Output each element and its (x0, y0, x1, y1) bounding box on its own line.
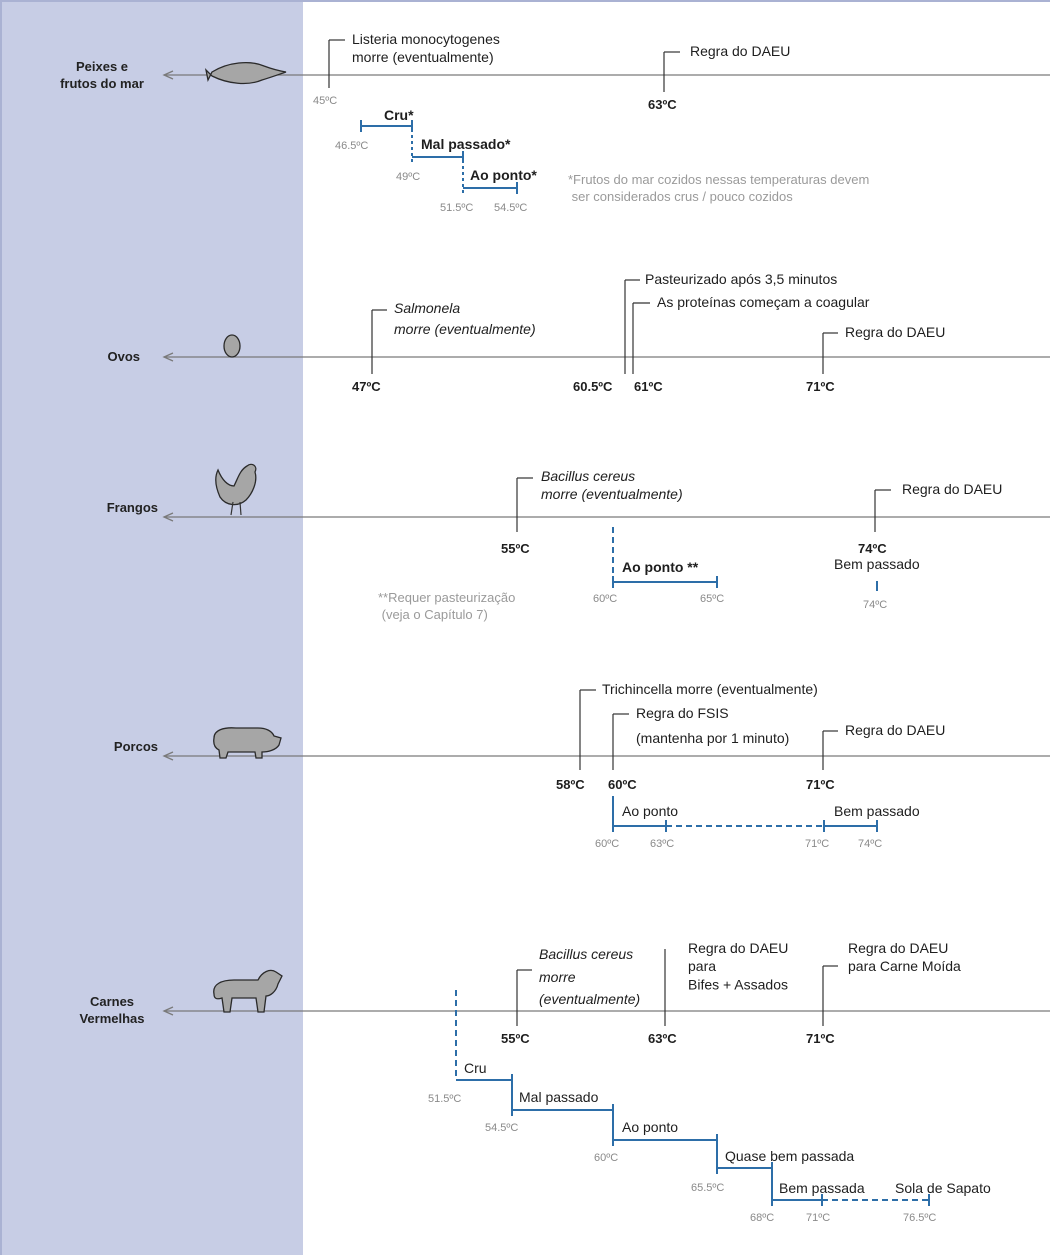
beef-bacillus-label-1: Bacillus cereus (539, 946, 633, 962)
beef-temp-55: 55ºC (501, 1031, 530, 1046)
fish-temp-49: 49ºC (396, 171, 420, 183)
cow-icon (213, 969, 283, 1013)
pork-temp-60-gray: 60ºC (595, 838, 619, 850)
eggs-temp-47: 47ºC (352, 379, 381, 394)
left-border (0, 0, 2, 1255)
fish-temp-45: 45ºC (313, 95, 337, 107)
pork-trich-label: Trichincella morre (eventualmente) (602, 681, 818, 697)
chicken-temp-74-gray: 74ºC (863, 599, 887, 611)
pork-row: Porcos Trichincella morre (eventualmente… (114, 681, 1050, 850)
fish-ponto-label: Ao ponto* (470, 167, 537, 183)
chicken-ponto-label: Ao ponto ** (622, 559, 699, 575)
chicken-temp-65: 65ºC (700, 593, 724, 605)
chicken-temp-55: 55ºC (501, 541, 530, 556)
beef-temp-54-5: 54.5ºC (485, 1122, 518, 1134)
beef-bem-label: Bem passada (779, 1180, 865, 1196)
eggs-temp-60-5: 60.5ºC (573, 379, 613, 394)
fish-note: *Frutos do mar cozidos nessas temperatur… (568, 172, 869, 204)
eggs-temp-61: 61ºC (634, 379, 663, 394)
fish-mal-label: Mal passado* (421, 136, 511, 152)
pork-category-label: Porcos (114, 739, 158, 754)
beef-temp-76-5: 76.5ºC (903, 1212, 936, 1224)
eggs-pasteur-label: Pasteurizado após 3,5 minutos (645, 271, 837, 287)
chicken-bem-label: Bem passado (834, 556, 920, 572)
fish-temp-51-5: 51.5ºC (440, 202, 473, 214)
beef-mal-label: Mal passado (519, 1089, 599, 1105)
pork-ponto-label: Ao ponto (622, 803, 678, 819)
pork-fsis-label-2: (mantenha por 1 minuto) (636, 730, 789, 746)
category-band (0, 0, 303, 1255)
eggs-row: Ovos Salmonela morre (eventualmente) 47º… (107, 271, 1050, 394)
beef-temp-60: 60ºC (594, 1152, 618, 1164)
eggs-temp-71: 71ºC (806, 379, 835, 394)
chicken-temp-74: 74ºC (858, 541, 887, 556)
eggs-category-label: Ovos (107, 349, 140, 364)
pork-fsis-label: Regra do FSIS (636, 705, 729, 721)
fish-temp-54-5: 54.5ºC (494, 202, 527, 214)
top-border (0, 0, 1050, 2)
beef-bacillus-label-2: morre (539, 969, 576, 985)
eggs-protein-label: As proteínas começam a coagular (657, 294, 870, 310)
chicken-leg-left (230, 501, 234, 516)
chicken-icon (215, 463, 257, 506)
beef-temp-71-gray: 71ºC (806, 1212, 830, 1224)
beef-cru-label: Cru (464, 1060, 487, 1076)
pork-daeu-label: Regra do DAEU (845, 722, 945, 738)
beef-quase-label: Quase bem passada (725, 1148, 854, 1164)
beef-temp-68: 68ºC (750, 1212, 774, 1224)
pork-temp-60: 60ºC (608, 777, 637, 792)
pork-temp-63-gray: 63ºC (650, 838, 674, 850)
beef-temp-51-5: 51.5ºC (428, 1093, 461, 1105)
pork-bem-label: Bem passado (834, 803, 920, 819)
beef-temp-63: 63ºC (648, 1031, 677, 1046)
fish-icon (204, 61, 287, 85)
egg-icon (223, 334, 241, 358)
pork-temp-58: 58ºC (556, 777, 585, 792)
chicken-temp-60: 60ºC (593, 593, 617, 605)
fish-cru-label: Cru* (384, 107, 414, 123)
beef-temp-71: 71ºC (806, 1031, 835, 1046)
beef-temp-65-5: 65.5ºC (691, 1182, 724, 1194)
fish-daeu-label: Regra do DAEU (690, 43, 790, 59)
chicken-category-label: Frangos (107, 500, 158, 515)
pork-temp-71: 71ºC (806, 777, 835, 792)
eggs-salmonela-label-2: morre (eventualmente) (394, 321, 536, 337)
eggs-salmonela-label: Salmonela (394, 300, 460, 316)
beef-sola-label: Sola de Sapato (895, 1180, 991, 1196)
chicken-leg-right (239, 501, 242, 516)
pork-temp-74-gray: 74ºC (858, 838, 882, 850)
fish-temp-63: 63ºC (648, 97, 677, 112)
chicken-note: **Requer pasteurização (veja o Capítulo … (378, 590, 515, 622)
pork-temp-71-gray: 71ºC (805, 838, 829, 850)
chicken-daeu-label: Regra do DAEU (902, 481, 1002, 497)
beef-ponto-label: Ao ponto (622, 1119, 678, 1135)
beef-bacillus-label-3: (eventualmente) (539, 991, 640, 1007)
fish-temp-46-5: 46.5ºC (335, 140, 368, 152)
eggs-daeu-label: Regra do DAEU (845, 324, 945, 340)
pig-icon (213, 727, 282, 759)
